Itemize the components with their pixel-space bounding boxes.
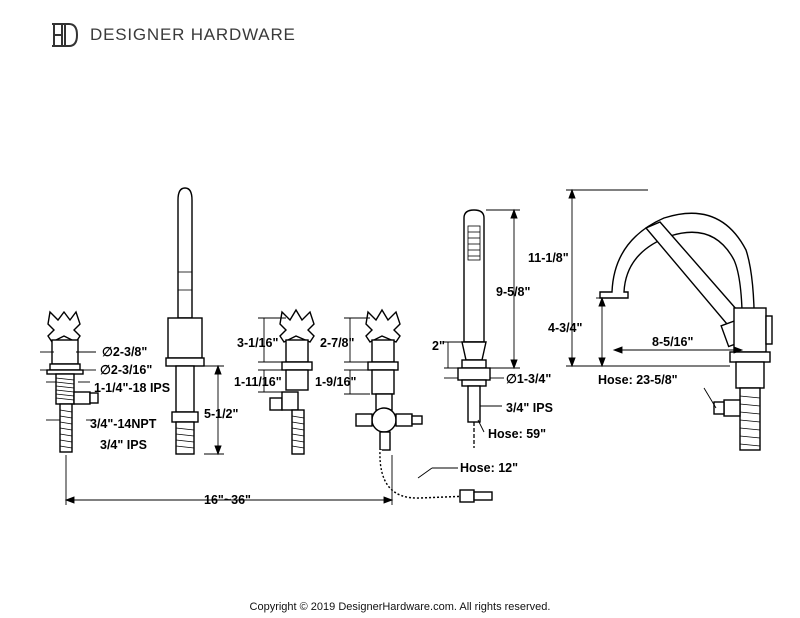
dim-outlet-thread: 3/4"-14NPT xyxy=(90,417,157,431)
spout-side-view xyxy=(599,212,773,451)
dim-valve-ips: 3/4" IPS xyxy=(100,438,147,452)
dim-hose-59: Hose: 59" xyxy=(488,427,546,441)
dim-handle-diameter: ∅2-3/8" xyxy=(102,345,147,359)
copyright-footer: Copyright © 2019 DesignerHardware.com. A… xyxy=(249,601,551,613)
dim-escutcheon-diameter: ∅2-3/16" xyxy=(100,363,152,377)
dim-valve-base: 1-11/16" xyxy=(234,375,282,389)
dim-hose-23: Hose: 23-5/8" xyxy=(598,373,678,387)
dim-spout-clearance: 4-3/4" xyxy=(548,321,582,335)
dimension-lines xyxy=(40,188,744,505)
diverter-valve xyxy=(355,308,493,503)
dim-hose-12: Hose: 12" xyxy=(460,461,518,475)
spout xyxy=(165,187,205,455)
dim-holder-height: 2" xyxy=(432,339,445,353)
dim-inlet-thread: 1-1/4"-18 IPS xyxy=(94,381,170,395)
brand-header: DESIGNER HARDWARE xyxy=(50,20,296,50)
dim-valve-height: 3-1/16" xyxy=(237,336,278,350)
dim-spread: 16"~36" xyxy=(204,493,251,507)
dim-diverter-height: 2-7/8" xyxy=(320,336,354,350)
brand-name: DESIGNER HARDWARE xyxy=(90,25,296,44)
dim-handshower-length: 9-5/8" xyxy=(496,285,530,299)
dim-shank-length: 5-1/2" xyxy=(204,407,238,421)
hand-shower xyxy=(457,209,491,448)
dim-holder-ips: 3/4" IPS xyxy=(506,401,553,415)
dim-spout-reach: 8-5/16" xyxy=(652,335,693,349)
dh-monogram-icon xyxy=(52,23,79,47)
dim-holder-diameter: ∅1-3/4" xyxy=(506,372,551,386)
dim-diverter-base: 1-9/16" xyxy=(315,375,356,389)
dim-spout-height: 11-1/8" xyxy=(528,251,569,265)
middle-handle-valve xyxy=(269,308,315,455)
